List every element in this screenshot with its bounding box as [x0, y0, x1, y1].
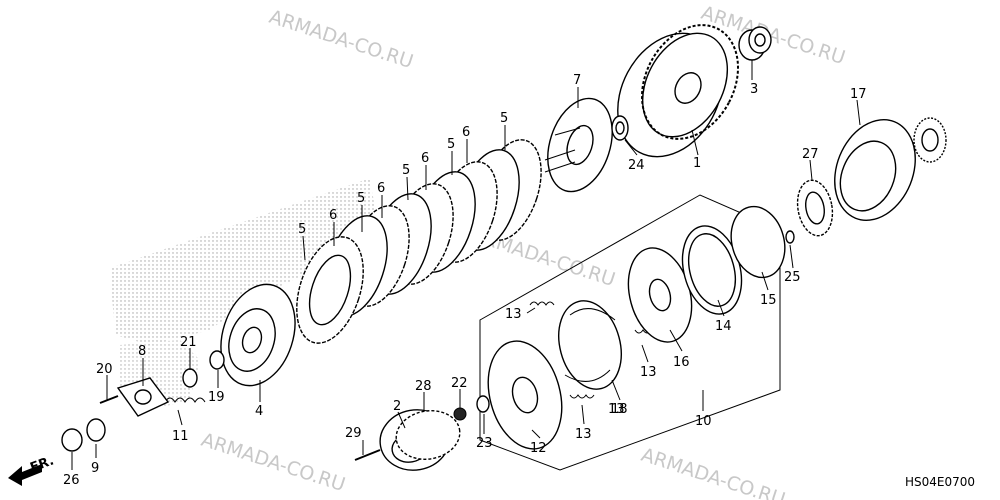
watermark: ARMADA-CO.RU [638, 444, 787, 500]
bolt-20 [99, 395, 119, 404]
callout: 6 [462, 125, 470, 140]
callout: 16 [673, 355, 690, 370]
callout: 13 [608, 402, 625, 417]
callout: 18 [611, 402, 628, 417]
callout: 5 [298, 222, 306, 237]
direction-label: FR. [28, 453, 56, 475]
leader-lines [71, 60, 861, 470]
callout: 5 [447, 137, 455, 152]
callout: 9 [91, 461, 99, 476]
callout: 7 [573, 73, 581, 88]
primary-drive-gear [834, 117, 947, 221]
front-direction-indicator: FR. [8, 453, 56, 486]
bolt-29 [354, 449, 381, 461]
callout: 24 [628, 158, 645, 173]
callout: 13 [575, 427, 592, 442]
callout: 6 [377, 181, 385, 196]
callout: 17 [850, 87, 867, 102]
callout: 20 [96, 362, 113, 377]
one-way-bearing [796, 179, 834, 237]
washer-inner [615, 121, 625, 135]
washer-23 [476, 395, 490, 413]
spring-13c [569, 394, 595, 399]
callout: 19 [208, 390, 225, 405]
callout: 4 [255, 404, 263, 419]
clutch-plate-stack [296, 139, 542, 344]
callout: 1 [693, 156, 701, 171]
washer-19 [209, 350, 225, 370]
callout: 5 [402, 163, 410, 178]
pressure-plate [544, 97, 613, 193]
callout: 2 [393, 399, 401, 414]
callout: 3 [750, 82, 758, 97]
callout: 10 [695, 414, 712, 429]
nut-26 [61, 428, 83, 452]
callout: 5 [500, 111, 508, 126]
snap-ring-25 [785, 230, 795, 244]
callout: 26 [63, 473, 80, 488]
callout: 6 [421, 151, 429, 166]
callout: 6 [329, 208, 337, 223]
spring-13a [529, 301, 555, 306]
side-plate-16-inner [648, 278, 672, 312]
diagram-code: HS04E0700 [905, 475, 975, 489]
lifter-plate-hole [134, 389, 152, 405]
callout: 29 [345, 426, 362, 441]
callout: 13 [640, 365, 657, 380]
callout: 11 [172, 429, 189, 444]
watermark: ARMADA-CO.RU [198, 429, 347, 496]
callout: 8 [138, 344, 146, 359]
callout: 28 [415, 379, 432, 394]
callout: 5 [357, 191, 365, 206]
watermark: ARMADA-CO.RU [266, 6, 415, 73]
front-arrow-icon [8, 464, 42, 486]
callout: 22 [451, 376, 468, 391]
centrifugal-clutch-group-outline [479, 194, 781, 471]
clutch-center [220, 283, 296, 387]
callout: 21 [180, 335, 197, 350]
dotted-shading [110, 178, 380, 345]
clutch-weights-18 [558, 300, 622, 390]
callout: 15 [760, 293, 777, 308]
clutch-outer-housing [617, 24, 739, 158]
callout: 23 [476, 436, 493, 451]
friction-ring-14-inner [687, 233, 737, 307]
callout: 14 [715, 319, 732, 334]
callout: 13 [505, 307, 522, 322]
nut-22 [453, 407, 467, 421]
callout-numbers: 1 2 3 4 5 5 5 5 5 6 6 6 6 7 8 9 10 11 12… [63, 73, 867, 488]
plate-15 [730, 205, 786, 279]
callout: 25 [784, 270, 801, 285]
drive-plate-12 [487, 340, 563, 450]
callout: 12 [530, 441, 547, 456]
callout: 27 [802, 147, 819, 162]
bearing-9 [86, 418, 106, 442]
